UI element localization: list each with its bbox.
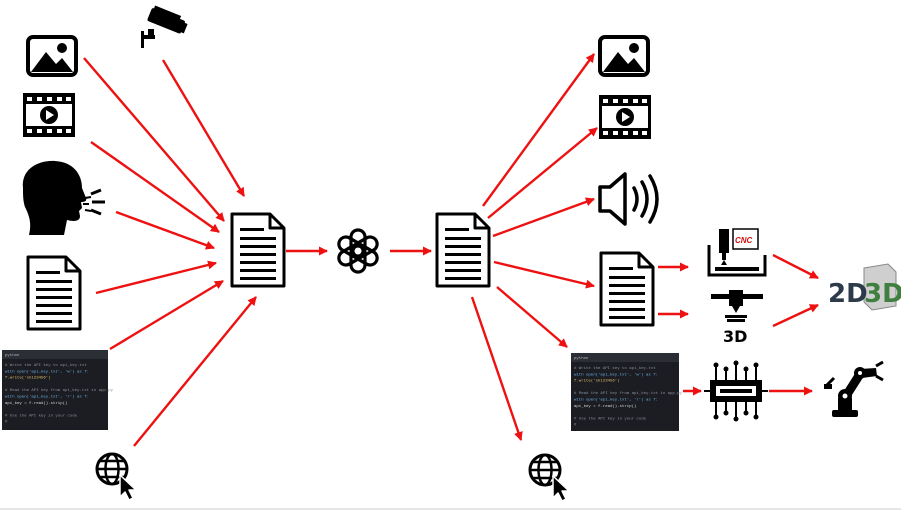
2d-3d-logo: 2D 3D <box>822 262 901 314</box>
arrow-doc-to-audio <box>492 197 595 238</box>
arrow-doc-to-textdoc <box>493 260 595 289</box>
cnc-label: CNC <box>735 236 753 245</box>
code-line: # Read the API key from api_key.txt in a… <box>574 391 683 396</box>
document-icon <box>230 212 286 288</box>
code-line: f.write('sk123456') <box>574 379 620 384</box>
arrow-code-to-doc <box>109 279 224 351</box>
arrow-doc-to-video <box>487 127 598 219</box>
speaking-head-icon <box>19 160 109 235</box>
code-line: f.write('sk123456') <box>5 376 51 381</box>
cnc-machine-icon: CNC <box>705 225 767 281</box>
arrow-doc-to-image <box>482 53 595 207</box>
2d-label: 2D <box>828 279 868 309</box>
code-header: python <box>5 353 20 358</box>
document-icon <box>435 212 491 288</box>
speaker-icon <box>598 172 659 226</box>
code-header: python <box>574 356 589 361</box>
code-line: # Use the API key in your code <box>574 416 647 421</box>
arrow-cnc-to-logo <box>772 253 819 280</box>
arrow-video-to-doc <box>90 141 220 233</box>
video-icon <box>599 95 651 139</box>
code-snippet: python # Write the API key to api_key.tx… <box>571 353 683 431</box>
code-line: with open('api_key.txt', 'r') as f: <box>574 398 658 403</box>
code-line: with open('api_key.txt', 'w') as f: <box>5 369 89 374</box>
robot-arm-icon <box>820 358 886 420</box>
code-line: # Write the API key to api_key.txt <box>5 363 87 368</box>
document-icon <box>599 251 655 327</box>
circuit-chip-icon <box>704 360 768 422</box>
image-icon <box>26 35 78 77</box>
code-line: with open('api_key.txt', 'r') as f: <box>5 395 89 400</box>
security-camera-icon <box>136 3 194 53</box>
code-line: # Use the API key in your code <box>5 413 78 418</box>
arrow-image-to-doc <box>83 57 225 222</box>
openai-logo-icon <box>334 228 382 274</box>
code-line: with open('api_key.txt', 'w') as f: <box>574 372 658 377</box>
image-icon <box>598 35 650 77</box>
document-icon <box>26 255 82 331</box>
arrow-doc-to-code <box>496 286 568 348</box>
arrow-voice-to-doc <box>115 210 215 250</box>
code-snippet: python # Write the API key to api_key.tx… <box>2 350 114 430</box>
code-line: # <box>574 424 577 428</box>
arrow-doc-to-web <box>470 296 523 441</box>
3d-label: 3D <box>723 327 747 346</box>
arrow-web-to-doc <box>133 296 257 447</box>
arrow-textdoc-to-doc <box>95 260 217 295</box>
web-cursor-icon <box>95 452 138 502</box>
code-line: api_key = f.read().strip() <box>574 404 636 409</box>
code-line: # <box>5 421 8 425</box>
3d-printer-icon: 3D <box>707 288 767 346</box>
code-line: api_key = f.read().strip() <box>5 401 67 406</box>
video-icon <box>23 93 75 137</box>
3d-logo-label: 3D <box>864 279 901 309</box>
web-cursor-icon <box>528 453 571 503</box>
code-line: # Read the API key from api_key.txt in a… <box>5 388 114 393</box>
arrow-camera-to-doc <box>161 59 246 197</box>
code-line: # Write the API key to api_key.txt <box>574 366 656 371</box>
arrow-printer-to-logo <box>772 303 819 328</box>
